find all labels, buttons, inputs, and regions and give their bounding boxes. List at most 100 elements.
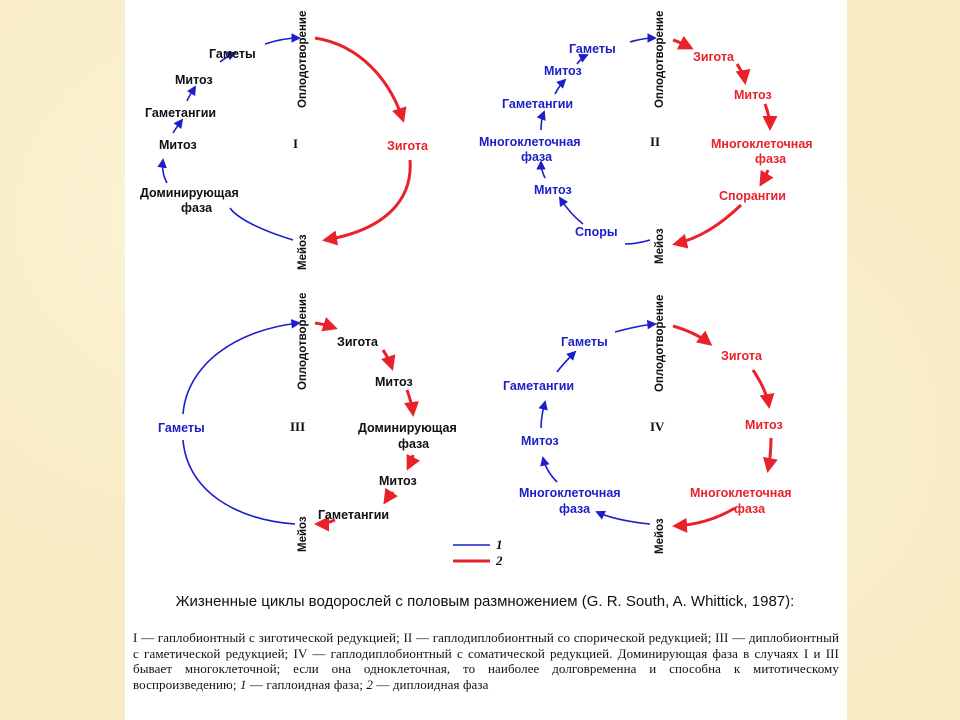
cycle-number-2: II bbox=[650, 134, 660, 149]
haploid-arrow bbox=[536, 110, 546, 131]
dominant-phase-label: фаза bbox=[398, 437, 430, 451]
haploid-arrow bbox=[554, 78, 567, 95]
meiosis-label: Мейоз bbox=[654, 518, 666, 554]
legend: 1 2 bbox=[453, 537, 503, 568]
haploid-arrow bbox=[595, 510, 651, 525]
gametes-label: Гаметы bbox=[569, 42, 616, 56]
multicellular-phase-label: фаза bbox=[559, 502, 591, 516]
meiosis-label: Мейоз bbox=[297, 234, 309, 270]
caption-main-text: I — гаплобионтный с зиготической редукци… bbox=[133, 630, 839, 692]
legend-diploid-number: 2 bbox=[495, 553, 503, 568]
diploid-arrow bbox=[672, 506, 736, 533]
cycle-number-3: III bbox=[290, 419, 305, 434]
mitosis-label: Митоз bbox=[734, 88, 772, 102]
caption-diploid-text: — диплоидная фаза bbox=[373, 676, 489, 692]
diploid-arrow bbox=[672, 324, 713, 346]
multicellular-phase-label: фаза bbox=[521, 150, 553, 164]
caption-body: I — гаплобионтный с зиготической редукци… bbox=[133, 630, 839, 692]
zygote-label: Зигота bbox=[693, 50, 735, 64]
zygote-label: Зигота bbox=[721, 349, 763, 363]
diploid-arrow bbox=[735, 63, 751, 85]
haploid-arrow bbox=[556, 350, 577, 373]
haploid-arrow bbox=[558, 196, 584, 225]
diploid-arrow bbox=[404, 389, 419, 417]
diploid-arrow bbox=[759, 169, 774, 187]
gametes-label: Гаметы bbox=[158, 421, 205, 435]
diploid-arrow bbox=[381, 349, 396, 371]
diploid-arrow bbox=[314, 36, 407, 123]
haploid-arrow bbox=[629, 33, 657, 43]
gametangia-label: Гаметангии bbox=[503, 379, 574, 393]
gametes-label: Гаметы bbox=[561, 335, 608, 349]
legend-ref-2: 2 bbox=[366, 676, 374, 692]
diploid-arrow bbox=[322, 159, 412, 246]
textbook-page: Оплодотворение Мейоз I Гаметы Митоз Гаме… bbox=[125, 0, 847, 720]
cycle-3: Оплодотворение Мейоз III Гаметы Зигота М… bbox=[158, 293, 457, 552]
cycle-number-1: I bbox=[293, 136, 298, 151]
fertilization-label: Оплодотворение bbox=[297, 11, 309, 108]
gametes-label: Гаметы bbox=[209, 47, 256, 61]
mitosis-label: Митоз bbox=[379, 474, 417, 488]
mitosis-label: Митоз bbox=[544, 64, 582, 78]
diploid-arrow bbox=[762, 437, 778, 473]
fertilization-label: Оплодотворение bbox=[654, 11, 666, 108]
meiosis-label: Мейоз bbox=[654, 228, 666, 264]
diploid-arrow bbox=[672, 35, 694, 50]
fertilization-label: Оплодотворение bbox=[297, 293, 309, 390]
multicellular-phase-label: Многоклеточная bbox=[479, 135, 581, 149]
legend-ref-1: 1 bbox=[239, 676, 247, 692]
gametangia-label: Гаметангии bbox=[318, 508, 389, 522]
haploid-arrow bbox=[229, 207, 294, 241]
zygote-label: Зигота bbox=[337, 335, 379, 349]
cycle-2: Оплодотворение Мейоз II Гаметы Митоз Гам… bbox=[479, 11, 813, 264]
haploid-arrow bbox=[538, 400, 548, 429]
mitosis-label: Митоз bbox=[534, 183, 572, 197]
cycle-number-4: IV bbox=[650, 419, 665, 434]
diploid-arrow bbox=[383, 487, 398, 505]
diploid-arrow bbox=[762, 103, 778, 131]
haploid-arrow bbox=[614, 319, 657, 333]
mitosis-label: Митоз bbox=[159, 138, 197, 152]
diploid-arrow bbox=[672, 203, 743, 249]
haploid-arrow bbox=[540, 456, 558, 483]
multicellular-phase-label: фаза bbox=[755, 152, 787, 166]
caption-haploid-text: — гаплоидная фаза; bbox=[246, 676, 367, 692]
haploid-arrow bbox=[157, 158, 168, 184]
haploid-arrow bbox=[172, 118, 184, 134]
diploid-arrow bbox=[314, 317, 338, 332]
legend-haploid-number: 1 bbox=[496, 537, 503, 552]
haploid-arrow bbox=[182, 439, 296, 525]
gametangia-label: Гаметангии bbox=[145, 106, 216, 120]
meiosis-label: Мейоз bbox=[297, 516, 309, 552]
cycle-1: Оплодотворение Мейоз I Гаметы Митоз Гаме… bbox=[140, 11, 429, 270]
gametangia-label: Гаметангии bbox=[502, 97, 573, 111]
cycle-4: Оплодотворение Мейоз IV Гаметы Гаметанги… bbox=[503, 295, 792, 554]
diploid-arrow bbox=[314, 516, 336, 532]
haploid-arrow bbox=[264, 33, 301, 45]
multicellular-phase-label: фаза bbox=[734, 502, 766, 516]
fertilization-label: Оплодотворение bbox=[654, 295, 666, 392]
haploid-arrow bbox=[576, 54, 589, 65]
diploid-arrow bbox=[406, 453, 421, 471]
haploid-arrow bbox=[219, 51, 237, 63]
haploid-arrow bbox=[186, 85, 196, 102]
haploid-arrow bbox=[182, 319, 301, 415]
life-cycle-diagrams: Оплодотворение Мейоз I Гаметы Митоз Гаме… bbox=[140, 11, 813, 568]
multicellular-phase-label: Многоклеточная bbox=[519, 486, 621, 500]
dominant-phase-label: фаза bbox=[181, 201, 213, 215]
multicellular-phase-label: Многоклеточная bbox=[690, 486, 792, 500]
haploid-arrow bbox=[536, 160, 546, 179]
mitosis-label: Митоз bbox=[745, 418, 783, 432]
mitosis-label: Митоз bbox=[521, 434, 559, 448]
zygote-label: Зигота bbox=[387, 139, 429, 153]
multicellular-phase-label: Многоклеточная bbox=[711, 137, 813, 151]
diploid-arrow bbox=[751, 369, 775, 409]
haploid-arrow bbox=[624, 239, 651, 245]
spores-label: Споры bbox=[575, 225, 618, 239]
sporangia-label: Спорангии bbox=[719, 189, 786, 203]
dominant-phase-label: Доминирующая bbox=[358, 421, 457, 435]
dominant-phase-label: Доминирующая bbox=[140, 186, 239, 200]
mitosis-label: Митоз bbox=[375, 375, 413, 389]
mitosis-label: Митоз bbox=[175, 73, 213, 87]
caption-title: Жизненные циклы водорослей с половым раз… bbox=[175, 593, 795, 610]
